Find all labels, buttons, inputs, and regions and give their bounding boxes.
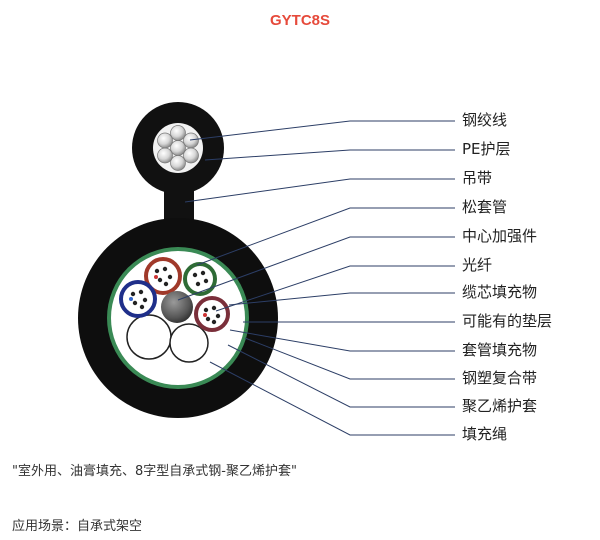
steel-wire (183, 132, 199, 149)
leader-line (215, 265, 455, 312)
label-pe-outer-sheath: 聚乙烯护套 (462, 397, 538, 415)
loose-tube-blue (119, 280, 157, 318)
cable-model-title: GYTC8S (269, 12, 330, 29)
leader-lines (177, 120, 455, 436)
steel-wire (157, 132, 173, 149)
main-cable-group (78, 218, 278, 418)
steel-wire (170, 140, 186, 156)
steel-wire (170, 125, 186, 141)
label-pe-sheath: PE护层 (462, 140, 511, 158)
loose-tube-purple (194, 296, 230, 332)
label-suspension-strap: 吊带 (462, 169, 493, 187)
loose-tube-red (144, 257, 182, 295)
leader-line (204, 149, 455, 161)
label-central-strength-member: 中心加强件 (462, 227, 538, 245)
leader-line (196, 207, 455, 266)
application-scenario-text: 应用场景：自承式架空 (12, 519, 143, 534)
label-filler-rope: 填充绳 (462, 425, 508, 443)
leader-line (209, 361, 455, 436)
label-steel-strand: 钢绞线 (462, 111, 508, 129)
leader-line (189, 120, 455, 141)
leader-line (244, 337, 455, 380)
steel-wire (157, 147, 173, 164)
loose-tube-green (183, 262, 217, 296)
filler-rope (169, 323, 209, 363)
label-loose-tube: 松套管 (462, 198, 508, 216)
label-tube-filling: 套管填充物 (462, 341, 538, 359)
label-optical-fiber: 光纤 (462, 256, 493, 274)
messenger-wire-group (132, 102, 224, 194)
cable-description-caption: "室外用、油膏填充、8字型自承式钢-聚乙烯护套" (12, 464, 297, 479)
steel-wire (170, 155, 186, 171)
label-steel-plastic-tape: 钢塑复合带 (462, 369, 538, 387)
leader-line (227, 344, 455, 408)
leader-line (228, 292, 455, 306)
label-core-filling: 缆芯填充物 (462, 283, 538, 301)
leader-line (177, 236, 455, 301)
leader-line (229, 329, 455, 352)
central-strength-member (161, 291, 193, 323)
filler-rope (126, 314, 172, 360)
label-optional-bedding: 可能有的垫层 (462, 312, 553, 330)
leader-line (184, 178, 455, 203)
steel-wire (183, 147, 199, 164)
